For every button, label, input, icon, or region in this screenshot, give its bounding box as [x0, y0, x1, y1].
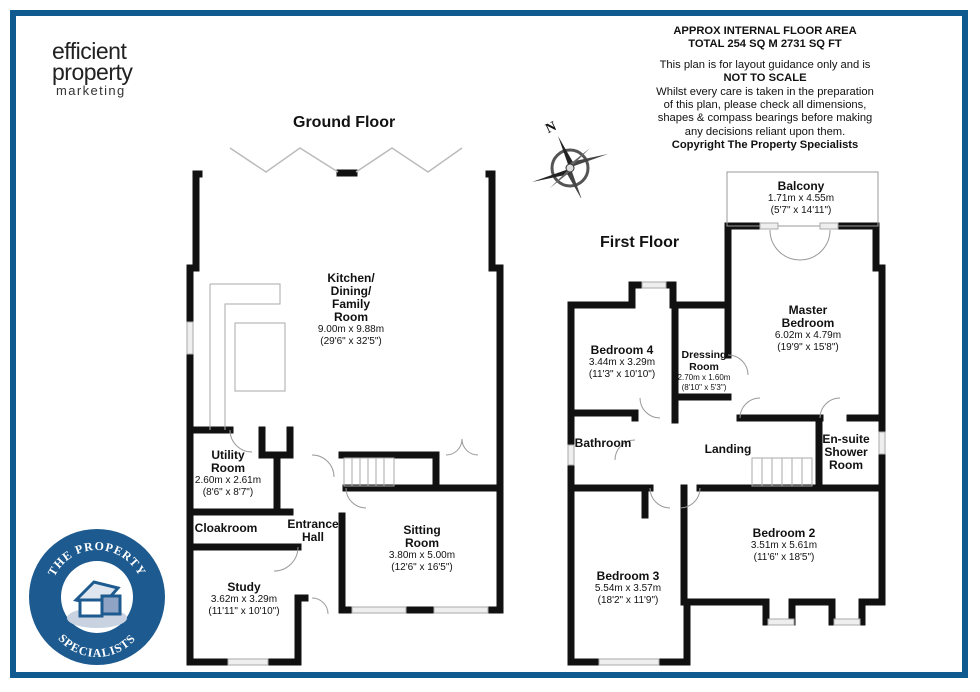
room-kitchen-dining-family: Kitchen/ Dining/ Family Room 9.00m x 9.8… — [318, 272, 384, 347]
room-master-bedroom: Master Bedroom 6.02m x 4.79m (19'9" x 15… — [775, 304, 841, 353]
logo-line-3: marketing — [56, 83, 126, 98]
room-name-line: Bedroom 4 — [590, 343, 654, 357]
room-metric: 1.71m x 4.55m — [767, 193, 835, 204]
room-name-line: Dressing — [681, 349, 727, 361]
room-metric: 5.54m x 3.57m — [594, 583, 662, 594]
room-name-line: Room — [689, 360, 719, 373]
room-name-line: Bedroom 2 — [752, 526, 816, 540]
room-bathroom: Bathroom — [575, 437, 632, 450]
room-name-line: Master — [788, 303, 828, 317]
room-landing: Landing — [705, 443, 752, 456]
area-heading-1: APPROX INTERNAL FLOOR AREA — [673, 25, 857, 37]
first-floor-title: First Floor — [600, 234, 680, 251]
room-metric: 9.00m x 9.88m — [317, 324, 385, 335]
logo-line-2: property — [52, 59, 133, 85]
room-name-line: Hall — [301, 530, 325, 544]
room-imperial: (8'10" x 5'3") — [681, 382, 727, 392]
room-bedroom-2: Bedroom 2 3.51m x 5.61m (11'6" x 18'5") — [751, 527, 817, 563]
room-name-line: Cloakroom — [194, 521, 258, 535]
room-name-line: Bedroom — [781, 316, 835, 330]
room-metric: 2.60m x 2.61m — [194, 475, 262, 486]
efficient-property-marketing-logo: efficient property marketing — [52, 38, 152, 98]
room-name-line: Room — [829, 458, 863, 472]
room-metric: 3.80m x 5.00m — [388, 550, 456, 561]
room-imperial: (5'7" x 14'11") — [770, 204, 832, 216]
room-name-line: Room — [405, 536, 439, 550]
room-bedroom-4: Bedroom 4 3.44m x 3.29m (11'3" x 10'10") — [589, 344, 655, 380]
room-name-line: Dining/ — [330, 284, 372, 298]
room-utility: Utility Room 2.60m x 2.61m (8'6" x 8'7") — [195, 449, 261, 498]
room-en-suite-shower-room: En-suite Shower Room — [822, 433, 869, 472]
area-heading-2: TOTAL 254 SQ M 2731 SQ FT — [688, 38, 842, 51]
room-name-line: Utility — [211, 448, 245, 462]
room-imperial: (11'3" x 10'10") — [588, 368, 656, 380]
room-name-line: Bathroom — [574, 436, 632, 450]
room-name-line: Shower — [824, 445, 868, 459]
room-study: Study 3.62m x 3.29m (11'11" x 10'10") — [208, 581, 279, 617]
room-metric: 3.44m x 3.29m — [588, 357, 656, 368]
room-bedroom-3: Bedroom 3 5.54m x 3.57m (18'2" x 11'9") — [595, 570, 661, 606]
ground-floor-title: Ground Floor — [293, 114, 396, 131]
room-name-line: Study — [227, 580, 261, 594]
room-imperial: (29'6" x 32'5") — [320, 335, 382, 347]
room-name-line: En-suite — [822, 432, 870, 446]
disclaimer-line-1: This plan is for layout guidance only an… — [659, 58, 871, 71]
room-imperial: (11'11" x 10'10") — [208, 605, 280, 617]
floor-area-info: APPROX INTERNAL FLOOR AREA TOTAL 254 SQ … — [620, 25, 910, 153]
room-metric: 3.51m x 5.61m — [750, 540, 818, 551]
room-name-line: Family — [331, 297, 370, 311]
disclaimer-line-4: shapes & compass bearings before making — [657, 112, 873, 125]
room-dressing-room: Dressing Room 2.70m x 1.60m (8'10" x 5'3… — [677, 349, 731, 392]
room-name-line: Landing — [704, 442, 752, 456]
room-name-line: Room — [211, 461, 245, 475]
compass-rose-icon: N — [530, 118, 610, 200]
room-entrance-hall: Entrance Hall — [287, 518, 338, 544]
page-frame — [10, 10, 968, 678]
logo-line-1: efficient — [52, 38, 127, 64]
room-imperial: (11'6" x 18'5") — [753, 551, 815, 563]
room-imperial: (18'2" x 11'9") — [597, 594, 659, 606]
room-sitting-room: Sitting Room 3.80m x 5.00m (12'6" x 16'5… — [389, 524, 455, 573]
room-metric: 6.02m x 4.79m — [774, 330, 842, 341]
room-imperial: (19'9" x 15'8") — [777, 341, 839, 353]
room-name-line: Sitting — [403, 523, 441, 537]
north-label: N — [543, 119, 559, 137]
disclaimer-line-5: any decisions reliant upon them. — [684, 125, 846, 138]
room-name-line: Kitchen/ — [327, 271, 375, 285]
room-name-line: Room — [334, 310, 368, 324]
room-name-line: Bedroom 3 — [596, 569, 660, 583]
not-to-scale: NOT TO SCALE — [723, 72, 807, 85]
room-imperial: (8'6" x 8'7") — [202, 486, 254, 498]
room-name-line: Entrance — [287, 517, 339, 531]
room-metric: 3.62m x 3.29m — [210, 594, 278, 605]
room-metric: 2.70m x 1.60m — [677, 373, 731, 382]
room-cloakroom: Cloakroom — [195, 522, 258, 535]
room-imperial: (12'6" x 16'5") — [391, 561, 453, 573]
room-name-line: Balcony — [777, 179, 825, 193]
room-balcony: Balcony 1.71m x 4.55m (5'7" x 14'11") — [768, 180, 834, 216]
disclaimer-line-3: of this plan, please check all dimension… — [663, 99, 867, 112]
copyright: Copyright The Property Specialists — [671, 139, 859, 152]
property-specialists-badge: THE PROPERTY SPECIALISTS — [28, 528, 166, 666]
disclaimer-line-2: Whilst every care is taken in the prepar… — [656, 85, 874, 98]
